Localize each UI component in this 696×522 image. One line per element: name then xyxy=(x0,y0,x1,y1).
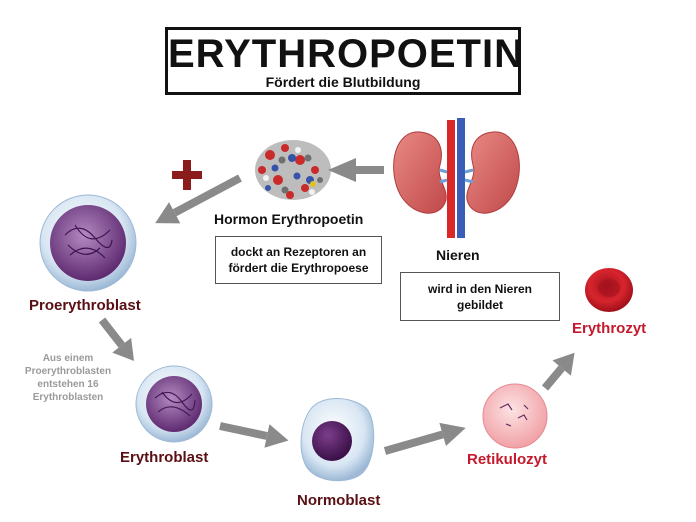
hormone-label: Hormon Erythropoetin xyxy=(214,211,364,227)
plus-icon xyxy=(172,160,202,190)
page-title: ERYTHROPOETIN xyxy=(168,32,524,76)
retikulozyt-label: Retikulozyt xyxy=(467,451,548,468)
flow-arrows xyxy=(98,158,575,455)
erythroblast-cell xyxy=(135,365,213,443)
kidneys-icon xyxy=(393,118,520,238)
side-note: Aus einem Proerythroblasten entstehen 16… xyxy=(24,353,112,403)
hormone-molecule-icon xyxy=(255,140,331,200)
proerythroblast-cell xyxy=(39,194,137,292)
page-subtitle: Fördert die Blutbildung xyxy=(265,74,421,90)
arrow-erythroblast-to-normoblast xyxy=(219,422,289,448)
kidneys-note: wird in den Nieren gebildet xyxy=(400,272,560,321)
normoblast-label: Normoblast xyxy=(297,492,381,509)
erythrozyt-label: Erythrozyt xyxy=(572,320,647,337)
kidneys-label: Nieren xyxy=(436,247,480,263)
retikulozyt-cell xyxy=(482,383,548,449)
arrow-kidney-to-hormone xyxy=(328,158,384,182)
arrow-retikulozyt-to-erythrozyt xyxy=(541,352,575,391)
arrow-proerythroblast-to-erythroblast xyxy=(98,317,135,361)
proerythroblast-label: Proerythroblast xyxy=(29,297,141,314)
hormone-note: dockt an Rezeptoren an fördert die Eryth… xyxy=(215,236,382,284)
arrow-normoblast-to-retikulozyt xyxy=(383,422,466,455)
arrow-hormone-to-proerythroblast xyxy=(155,174,242,224)
erythroblast-label: Erythroblast xyxy=(120,449,209,466)
title-box: ERYTHROPOETIN Fördert die Blutbildung xyxy=(165,27,524,95)
erythrozyt-cell xyxy=(585,268,633,312)
normoblast-cell xyxy=(300,398,375,482)
